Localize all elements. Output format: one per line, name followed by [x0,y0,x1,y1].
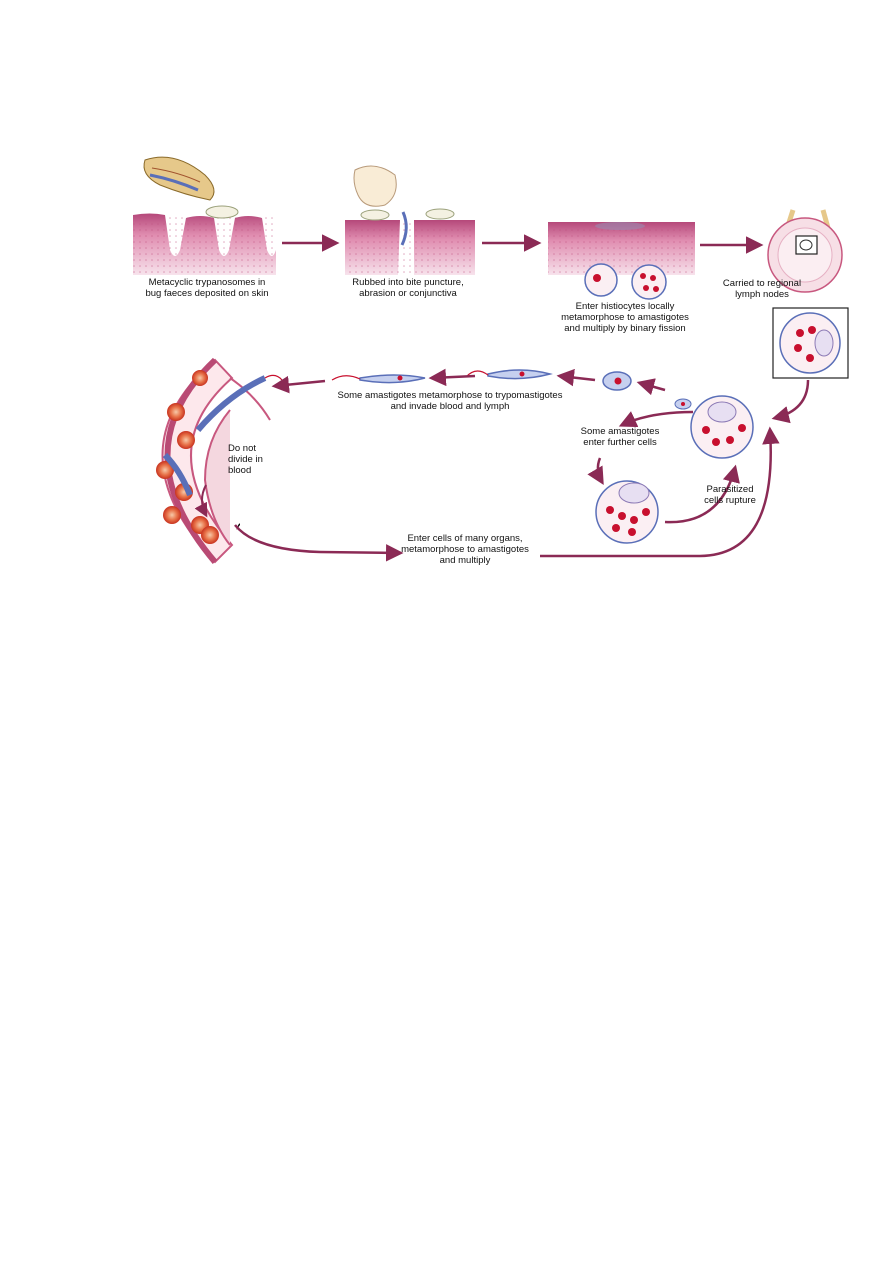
label-step3: Enter histiocytes locally metamorphose t… [561,301,689,334]
organ-return-arrow [234,426,780,562]
label-trypo: Some amastigotes metamorphose to trypoma… [337,390,563,412]
intermediate-form [602,371,632,391]
skin-segment-1 [133,213,276,275]
middle-row-arrows [271,368,666,396]
label-step1: Metacyclic trypanosomes in bug faeces de… [145,277,269,299]
top-row-arrows [282,234,810,424]
label-step2: Rubbed into bite puncture, abrasion or c… [352,277,464,299]
finger-icon [353,165,397,207]
lymph-node-detail-box [772,307,849,379]
label-rupture: Parasitized cells rupture [704,484,756,506]
amastigote-small [674,398,692,410]
label-blood: Do not divide in blood [228,443,263,476]
red-blood-cells [156,370,219,544]
bug-faeces-icon [205,205,239,219]
label-organs: Enter cells of many organs, metamorphose… [401,533,529,566]
trypomastigote-2 [465,369,553,380]
trypanosome-puncture-icon [400,211,408,246]
trypomastigote-1 [331,374,426,384]
infected-cell [595,480,659,544]
rupturing-cell [690,395,754,459]
histiocyte-cells-icon [584,263,667,300]
label-step4: Carried to regional lymph nodes [722,278,802,300]
insect-bug-icon [143,156,215,201]
faeces-deposit-icon [360,208,455,221]
skin-segment-3 [548,222,695,275]
skin-segment-2 [345,220,475,275]
label-further: Some amastigotes enter further cells [580,426,660,448]
lymph-node-icon [767,209,843,293]
